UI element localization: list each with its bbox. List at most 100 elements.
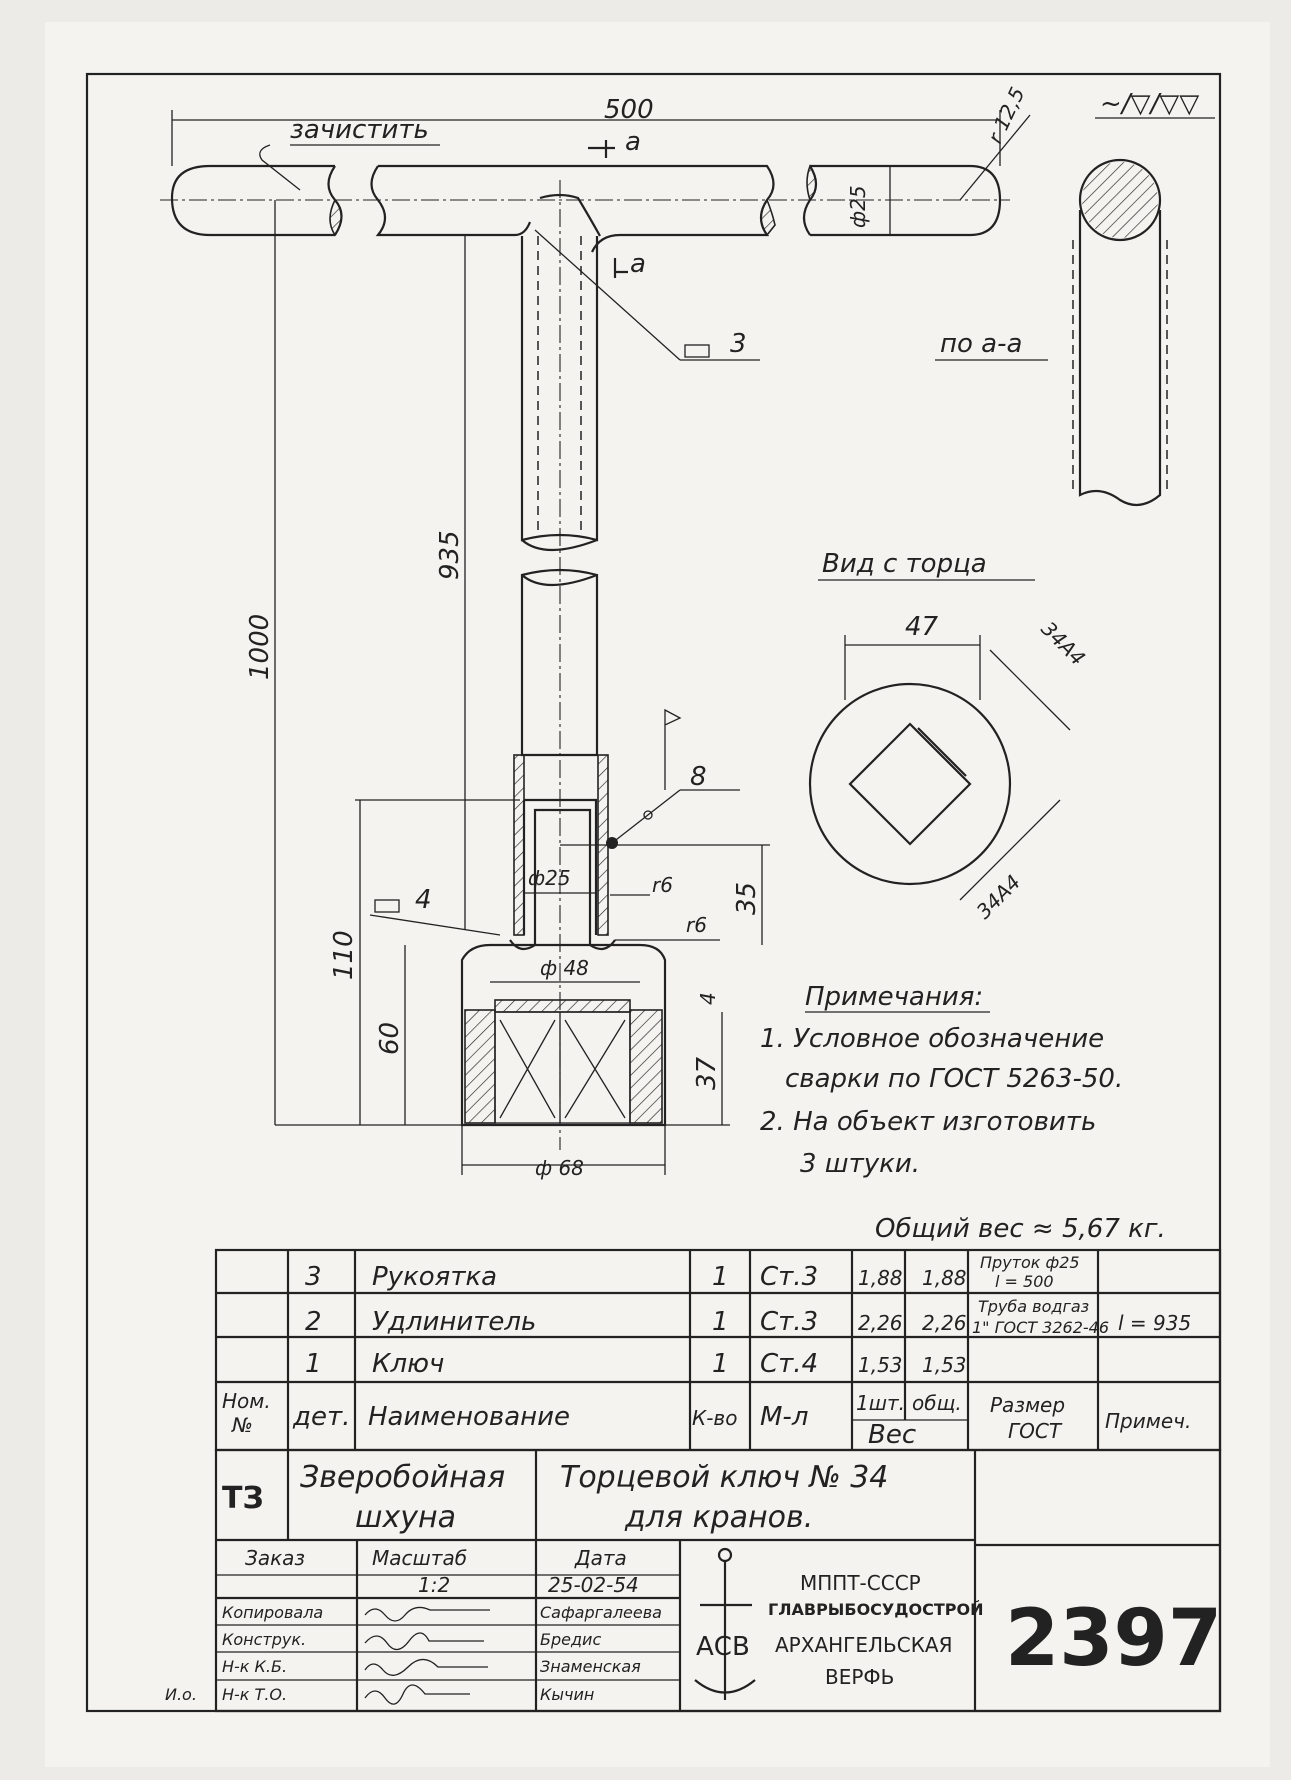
part-2-note: l = 935 bbox=[1118, 1311, 1191, 1335]
part-2-name: Удлинитель bbox=[372, 1307, 536, 1337]
signer-role-3: Н-к К.Б. bbox=[222, 1657, 287, 1676]
part-1-wt: 1,53 bbox=[922, 1353, 967, 1377]
header-wt: общ. bbox=[912, 1391, 962, 1415]
signer-name-1: Сафаргалеева bbox=[540, 1603, 662, 1622]
project-line-1: Зверобойная bbox=[300, 1460, 505, 1495]
total-weight: Общий вес ≈ 5,67 кг. bbox=[875, 1214, 1166, 1244]
org-line-2: ГЛАВРЫБОСУДОСТРОЙ bbox=[768, 1600, 983, 1619]
shipyard-logo: АСВ bbox=[694, 1547, 756, 1700]
part-3-wt: 1,88 bbox=[922, 1266, 967, 1290]
callout-4: 4 bbox=[415, 885, 432, 915]
header-mat: М-л bbox=[760, 1402, 808, 1432]
parts-table: 3 Рукоятка 1 Ст.3 1,88 1,88 Пруток ф25 l… bbox=[214, 1248, 1222, 1452]
notes-block: Примечания: 1. Условное обозначение свар… bbox=[760, 982, 1166, 1244]
part-2-size2: 1" ГОСТ 3262-46 bbox=[972, 1318, 1109, 1337]
signature-3 bbox=[364, 1658, 488, 1676]
org-line-1: МППТ-СССР bbox=[800, 1571, 921, 1595]
part-2-qty: 1 bbox=[712, 1307, 729, 1337]
signer-role-1: Копировала bbox=[222, 1603, 323, 1622]
header-name: Наименование bbox=[368, 1402, 570, 1432]
section-a-a: по а-а bbox=[935, 158, 1168, 507]
order-label: Заказ bbox=[245, 1546, 305, 1570]
part-1-name: Ключ bbox=[372, 1349, 444, 1379]
title-line-2: для кранов. bbox=[624, 1500, 813, 1535]
part-3-w1: 1,88 bbox=[858, 1266, 903, 1290]
header-det: дет. bbox=[292, 1402, 350, 1432]
section-mark-top: а bbox=[625, 127, 641, 157]
part-2-num: 2 bbox=[305, 1307, 322, 1337]
part-2-mat: Ст.3 bbox=[760, 1307, 818, 1337]
signature-4 bbox=[364, 1684, 470, 1705]
header-qty: К-во bbox=[692, 1406, 737, 1430]
end-view-title: Вид с торца bbox=[822, 549, 987, 579]
title-line-1: Торцевой ключ № 34 bbox=[560, 1460, 888, 1495]
note-clean: зачистить bbox=[290, 115, 429, 145]
signer-name-2: Бредис bbox=[540, 1630, 601, 1649]
date-label: Дата bbox=[574, 1546, 627, 1570]
header-w1: 1шт. bbox=[856, 1391, 905, 1415]
section-a-a-label: по а-а bbox=[940, 329, 1022, 359]
title-block: ТЗ Зверобойная шхуна Торцевой ключ № 34 … bbox=[165, 1448, 1222, 1713]
project-line-2: шхуна bbox=[355, 1500, 456, 1535]
part-1-num: 1 bbox=[305, 1349, 322, 1379]
dim-60: 60 bbox=[375, 1022, 405, 1055]
org-line-3: АРХАНГЕЛЬСКАЯ bbox=[775, 1633, 953, 1657]
part-3-name: Рукоятка bbox=[372, 1262, 497, 1292]
part-3-size: Пруток ф25 bbox=[980, 1253, 1080, 1272]
signature-1 bbox=[364, 1606, 490, 1622]
part-2-wt: 2,26 bbox=[922, 1311, 967, 1335]
dim-dia-68: ф 68 bbox=[535, 1156, 584, 1180]
dim-r6-a: r6 bbox=[652, 873, 673, 897]
callout-8: 8 bbox=[690, 762, 707, 792]
signer-role-4: Н-к Т.О. bbox=[222, 1685, 287, 1704]
part-2-size: Труба водгаз bbox=[978, 1297, 1089, 1316]
part-1-qty: 1 bbox=[712, 1349, 729, 1379]
dim-35: 35 bbox=[732, 882, 762, 915]
part-1-mat: Ст.4 bbox=[760, 1349, 818, 1379]
signature-2 bbox=[364, 1632, 484, 1651]
dim-110: 110 bbox=[329, 930, 359, 980]
scale-value: 1:2 bbox=[418, 1573, 450, 1597]
header-size2: ГОСТ bbox=[1008, 1419, 1063, 1443]
dim-dia-25-inner: ф25 bbox=[528, 866, 571, 890]
signer-name-4: Кычин bbox=[540, 1685, 594, 1704]
part-3-mat: Ст.3 bbox=[760, 1262, 818, 1292]
notes-line-3: 2. На объект изготовить bbox=[760, 1107, 1096, 1137]
header-nom: Ном. bbox=[222, 1389, 271, 1413]
dim-dia-48: ф 48 bbox=[540, 956, 589, 980]
notes-title: Примечания: bbox=[805, 982, 983, 1012]
notes-line-4: 3 штуки. bbox=[800, 1149, 920, 1179]
dim-dia-25: ф25 bbox=[846, 185, 870, 228]
part-3-qty: 1 bbox=[712, 1262, 729, 1292]
dim-4: 4 bbox=[696, 992, 720, 1005]
title-code: ТЗ bbox=[222, 1481, 264, 1516]
part-3-size2: l = 500 bbox=[995, 1272, 1054, 1291]
part-2-w1: 2,26 bbox=[858, 1311, 903, 1335]
org-line-4: ВЕРФЬ bbox=[825, 1665, 894, 1689]
dim-935: 935 bbox=[435, 530, 465, 580]
handle-view: 500 зачистить а а ф25 r 12,5 ~/▽/▽▽ bbox=[160, 83, 1215, 279]
drawing-number: 2397 bbox=[1005, 1594, 1222, 1684]
notes-line-1: 1. Условное обозначение bbox=[760, 1024, 1104, 1054]
notes-line-2: сварки по ГОСТ 5263-50. bbox=[785, 1064, 1123, 1094]
dim-500: 500 bbox=[604, 95, 654, 125]
part-1-w1: 1,53 bbox=[858, 1353, 903, 1377]
part-3-num: 3 bbox=[305, 1262, 322, 1292]
header-weight: Вес bbox=[868, 1420, 916, 1450]
callout-3: 3 bbox=[730, 329, 747, 359]
date-value: 25-02-54 bbox=[548, 1573, 639, 1597]
shaft-view: 3 935 1000 bbox=[245, 180, 760, 1150]
logo-text: АСВ bbox=[696, 1632, 750, 1662]
key-section: 8 4 ф25 r6 r6 ф 48 ф 68 110 60 35 37 4 bbox=[275, 708, 770, 1180]
signer-name-3: Знаменская bbox=[540, 1657, 641, 1676]
header-no: № bbox=[231, 1413, 253, 1437]
dim-47: 47 bbox=[905, 612, 939, 642]
header-size: Размер bbox=[990, 1393, 1065, 1417]
dim-1000: 1000 bbox=[245, 614, 275, 680]
dim-r6-b: r6 bbox=[686, 913, 707, 937]
paper bbox=[45, 22, 1270, 1767]
side-mark: И.о. bbox=[165, 1685, 197, 1704]
scale-label: Масштаб bbox=[372, 1546, 467, 1570]
dim-37: 37 bbox=[692, 1056, 722, 1090]
